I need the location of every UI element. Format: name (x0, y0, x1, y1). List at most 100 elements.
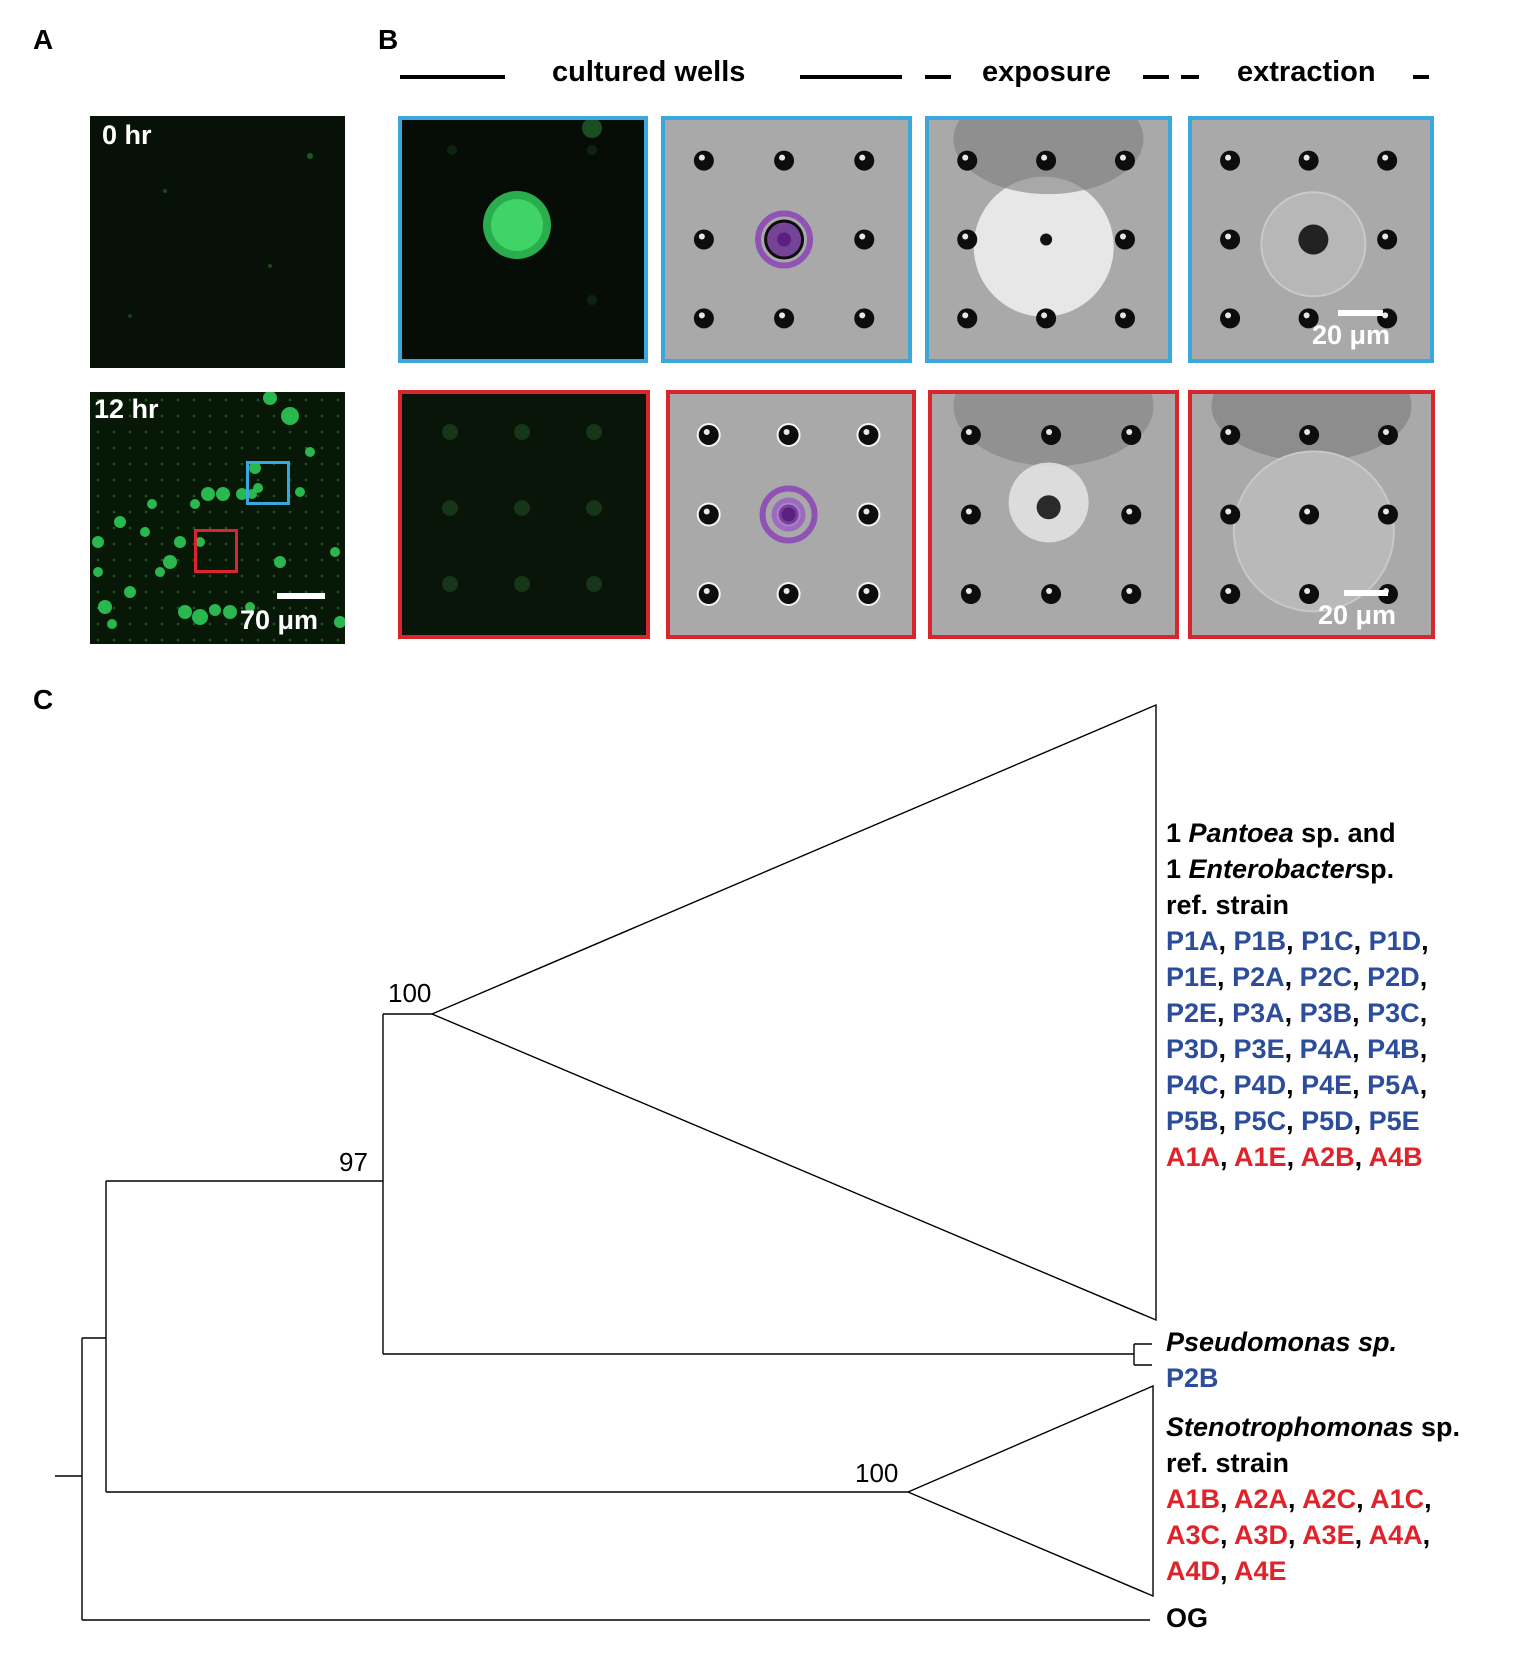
isolate-id: P5A (1367, 1070, 1420, 1100)
separator: , (1217, 998, 1233, 1028)
separator: , (1352, 1070, 1368, 1100)
isolate-id: A4B (1368, 1142, 1423, 1172)
isolate-id: P1D (1368, 926, 1422, 956)
isolate-id: P2D (1367, 962, 1420, 992)
isolate-id: P2E (1166, 998, 1218, 1028)
fluorescence-well-red-spots (442, 424, 602, 592)
separator: , (1288, 1520, 1303, 1550)
isolate-id: A3E (1302, 1520, 1355, 1550)
separator: , (1288, 1484, 1303, 1514)
isolate-id: P3B (1299, 998, 1353, 1028)
isolate-id: P5D (1301, 1106, 1354, 1136)
separator: , (1218, 1070, 1234, 1100)
isolate-row: A1B, A2A, A2C, A1C, (1166, 1481, 1432, 1517)
taxon-pantoea: Pantoea (1188, 818, 1294, 848)
well-grid-cultured-blue (693, 150, 875, 329)
separator: , (1220, 1142, 1235, 1172)
isolate-id: P3E (1233, 1034, 1285, 1064)
brightfield-cultured-red (666, 390, 916, 639)
bootstrap-100-top: 100 (388, 978, 432, 1008)
collapsed-clade-pantoea (430, 703, 1157, 1322)
clade1-sp: sp. (1355, 854, 1395, 884)
header-dash (400, 75, 505, 79)
clade2-title-line1: Stenotrophomonas sp. (1166, 1409, 1460, 1445)
header-extraction: extraction (1237, 56, 1376, 88)
header-cultured-wells: cultured wells (552, 56, 746, 88)
isolate-id: A4E (1234, 1556, 1287, 1586)
isolate-id: P5E (1368, 1106, 1420, 1136)
separator: , (1353, 1106, 1369, 1136)
clade1-title-line1: 1 Pantoea sp. and (1166, 815, 1396, 851)
isolate-id: P4D (1233, 1070, 1287, 1100)
isolate-id: P5B (1166, 1106, 1219, 1136)
well-grid-extraction-blue (1220, 150, 1398, 329)
scale-bar-20um-top (1338, 310, 1383, 316)
bootstrap-100-bottom: 100 (855, 1458, 899, 1488)
separator: , (1220, 1556, 1235, 1586)
micrograph-0hr: 0 hr (90, 116, 345, 368)
micrograph-12hr: 12 hr 70 μm (90, 392, 345, 644)
separator: , (1286, 926, 1302, 956)
isolate-id: P1A (1166, 926, 1219, 956)
header-dash (800, 75, 902, 79)
separator: , (1354, 1142, 1369, 1172)
isolate-id: P5C (1233, 1106, 1287, 1136)
isolate-id: P3C (1367, 998, 1420, 1028)
brightfield-cultured-blue (661, 116, 912, 363)
clade1-title-line2: 1 Enterobactersp. (1166, 851, 1394, 887)
separator: , (1284, 1034, 1300, 1064)
clade1-count2: 1 (1166, 854, 1182, 884)
isolate-id: P1E (1166, 962, 1218, 992)
isolate-id: P4A (1299, 1034, 1353, 1064)
isolate-id: A2A (1234, 1484, 1289, 1514)
separator: , (1218, 1034, 1234, 1064)
isolate-row: A3C, A3D, A3E, A4A, (1166, 1517, 1430, 1553)
isolate-id: A3C (1166, 1520, 1221, 1550)
separator: , (1419, 1070, 1428, 1100)
brightfield-exposure-red (928, 390, 1179, 639)
separator: , (1356, 1484, 1371, 1514)
isolate-row: P2E, P3A, P3B, P3C, (1166, 995, 1427, 1031)
isolate-id: P2C (1299, 962, 1353, 992)
scale-label-20um-bottom: 20 μm (1318, 600, 1397, 630)
separator: , (1217, 962, 1233, 992)
separator: , (1422, 1520, 1431, 1550)
isolate-id: A1C (1370, 1484, 1425, 1514)
isolate-id: A4A (1368, 1520, 1423, 1550)
separator: , (1286, 1142, 1301, 1172)
isolate-id: P4E (1301, 1070, 1353, 1100)
separator: , (1352, 1034, 1368, 1064)
isolate-id: A2C (1302, 1484, 1357, 1514)
separator: , (1419, 1034, 1428, 1064)
clade2-sp: sp. (1421, 1412, 1461, 1442)
separator: , (1284, 998, 1300, 1028)
separator: , (1286, 1106, 1302, 1136)
isolate-row: A4D, A4E (1166, 1553, 1287, 1589)
isolate-row: P1E, P2A, P2C, P2D, (1166, 959, 1427, 995)
micrograph-0hr-spots (128, 153, 313, 318)
header-exposure: exposure (982, 56, 1111, 88)
separator: , (1419, 962, 1428, 992)
isolate-id: A1A (1166, 1142, 1221, 1172)
isolate-id: P4B (1367, 1034, 1420, 1064)
separator: , (1352, 998, 1368, 1028)
panel-label-c: C (33, 684, 54, 715)
isolate-id: P1C (1301, 926, 1354, 956)
separator: , (1419, 998, 1428, 1028)
scale-label-20um-top: 20 μm (1312, 320, 1391, 350)
isolate-p2b: P2B (1166, 1363, 1219, 1393)
fluorescence-well-blue-spots (447, 120, 602, 305)
taxon-stenotrophomonas: Stenotrophomonas (1166, 1412, 1414, 1442)
isolate-row: P1A, P1B, P1C, P1D, (1166, 923, 1429, 959)
collapsed-clade-stenotrophomonas (906, 1384, 1154, 1598)
clade1-ref-strain: ref. strain (1166, 890, 1290, 920)
isolate-id: A1E (1234, 1142, 1287, 1172)
separator: , (1354, 1520, 1369, 1550)
header-dash (1413, 75, 1429, 79)
isolate-id: P3A (1232, 998, 1285, 1028)
well-grid-exposure-red (953, 394, 1154, 605)
header-dash (1143, 75, 1169, 79)
micrograph-12hr-colonies (92, 392, 345, 642)
clade1-and: sp. and (1301, 818, 1396, 848)
header-dash (1181, 75, 1199, 79)
